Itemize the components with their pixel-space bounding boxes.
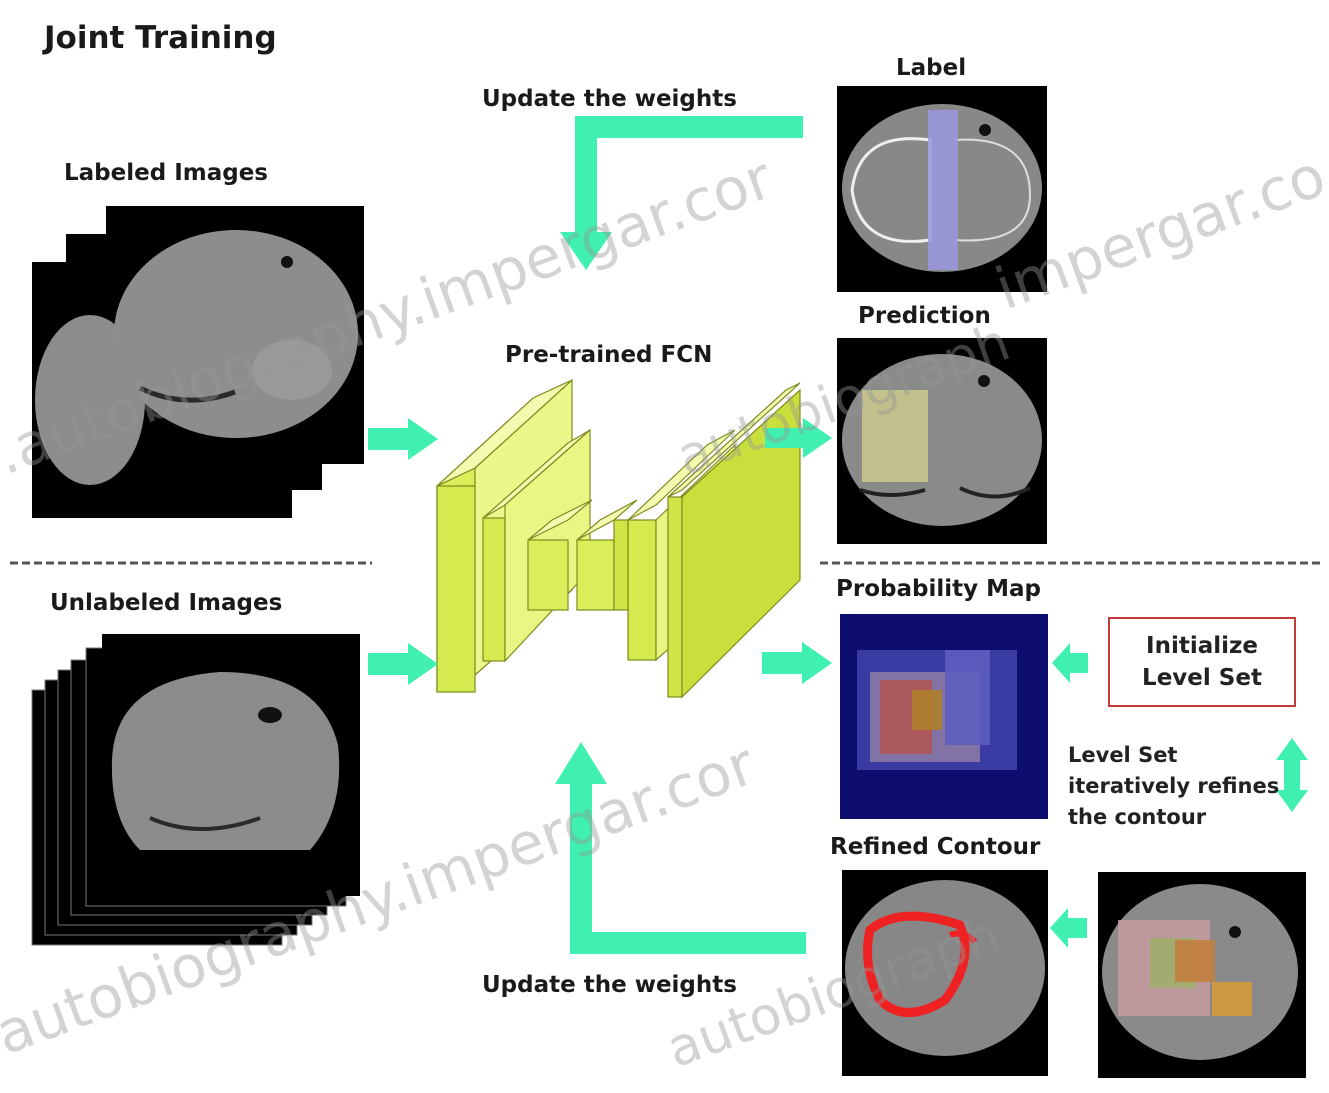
arrow-init-to-probmap bbox=[1068, 653, 1088, 673]
update-bottom-arrow-h bbox=[570, 932, 806, 954]
arrow-unlabeled-to-fcn bbox=[368, 653, 410, 675]
label-image-label: Label bbox=[896, 55, 966, 81]
level-set-loop-arrow-up bbox=[1276, 738, 1308, 760]
level-set-note-line3: the contour bbox=[1068, 802, 1279, 833]
arrow-seg-to-refined bbox=[1065, 918, 1087, 938]
segmented-result-image bbox=[1098, 872, 1306, 1078]
level-set-loop-arrow bbox=[1284, 755, 1300, 795]
init-box-line2: Level Set bbox=[1142, 662, 1262, 694]
arrow-init-to-probmap-head bbox=[1052, 643, 1070, 683]
update-weights-bottom-label: Update the weights bbox=[482, 972, 737, 998]
arrow-seg-to-refined-head bbox=[1050, 908, 1068, 948]
arrow-labeled-to-fcn bbox=[368, 428, 410, 450]
labeled-images-label: Labeled Images bbox=[64, 160, 268, 186]
update-top-arrow-h bbox=[575, 116, 803, 138]
level-set-note-line2: iteratively refines bbox=[1068, 771, 1279, 802]
arrow-labeled-to-fcn-head bbox=[408, 418, 438, 460]
arrow-fcn-to-probmap-head bbox=[802, 642, 832, 684]
level-set-loop-arrow-down bbox=[1276, 790, 1308, 812]
probability-map-image bbox=[840, 614, 1048, 819]
unlabeled-images-label: Unlabeled Images bbox=[50, 590, 282, 616]
arrow-unlabeled-to-fcn-head bbox=[408, 643, 438, 685]
level-set-note: Level Set iteratively refines the contou… bbox=[1068, 740, 1279, 833]
update-weights-top-label: Update the weights bbox=[482, 86, 737, 112]
fcn-label: Pre-trained FCN bbox=[505, 342, 712, 368]
initialize-level-set-box: Initialize Level Set bbox=[1108, 617, 1296, 707]
arrow-fcn-to-probmap bbox=[762, 652, 804, 674]
level-set-note-line1: Level Set bbox=[1068, 740, 1279, 771]
update-bottom-arrow-head bbox=[555, 742, 607, 784]
probability-map-label: Probability Map bbox=[836, 576, 1041, 602]
init-box-line1: Initialize bbox=[1146, 630, 1258, 662]
refined-contour-label: Refined Contour bbox=[830, 834, 1040, 860]
page-title: Joint Training bbox=[44, 20, 277, 56]
